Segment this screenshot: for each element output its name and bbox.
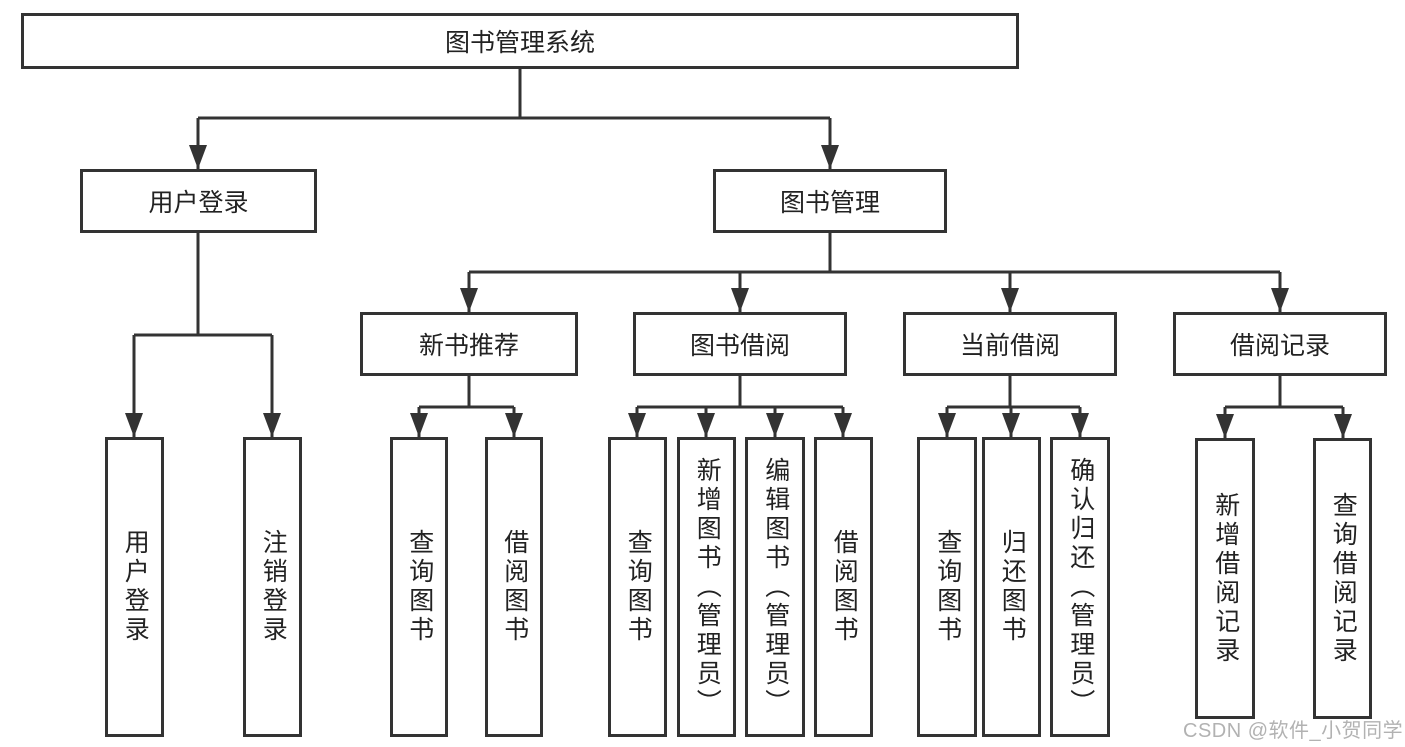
leaf-query-book-1-label: 查询图书	[405, 529, 434, 645]
leaf-add-book-admin-label: 新增图书（管理员）	[693, 456, 722, 718]
connector-root-bus	[198, 69, 830, 120]
leaf-confirm-return-admin-label: 确认归还（管理员）	[1066, 456, 1095, 718]
leaf-query-book-2: 查询图书	[608, 437, 667, 737]
leaf-query-book-3-label: 查询图书	[933, 529, 962, 645]
leaf-logout: 注销登录	[243, 437, 302, 737]
connector-current-borrow-bus	[947, 376, 1080, 409]
leaf-edit-book-admin-label: 编辑图书（管理员）	[761, 456, 790, 718]
leaf-add-borrow-record-label: 新增借阅记录	[1211, 491, 1240, 666]
leaf-query-book-3: 查询图书	[917, 437, 977, 737]
node-borrow-record-label: 借阅记录	[1229, 332, 1330, 360]
node-current-borrow-label: 当前借阅	[959, 332, 1060, 360]
leaf-query-book-1: 查询图书	[390, 437, 448, 737]
node-new-book-label: 新书推荐	[418, 332, 519, 360]
connector-borrow-record-bus	[1225, 376, 1343, 409]
node-book-management-label: 图书管理	[779, 189, 880, 217]
node-book-borrow-label: 图书借阅	[689, 332, 790, 360]
leaf-query-borrow-record-label: 查询借阅记录	[1329, 491, 1358, 666]
leaf-borrow-book-2-label: 借阅图书	[830, 529, 859, 645]
node-current-borrow: 当前借阅	[903, 312, 1117, 376]
leaf-borrow-book-1: 借阅图书	[485, 437, 543, 737]
node-root-label: 图书管理系统	[444, 29, 595, 57]
leaf-query-book-2-label: 查询图书	[624, 529, 653, 645]
node-book-management: 图书管理	[713, 169, 947, 233]
node-new-book: 新书推荐	[360, 312, 578, 376]
leaf-confirm-return-admin: 确认归还（管理员）	[1050, 437, 1110, 737]
connector-user-login-bus	[134, 233, 272, 337]
leaf-return-book: 归还图书	[982, 437, 1041, 737]
node-borrow-record: 借阅记录	[1173, 312, 1387, 376]
leaf-add-borrow-record: 新增借阅记录	[1195, 438, 1255, 719]
leaf-return-book-label: 归还图书	[998, 529, 1027, 645]
leaf-logout-label: 注销登录	[259, 529, 288, 645]
csdn-watermark: CSDN @软件_小贺同学	[1183, 720, 1404, 742]
connector-book-management-bus	[469, 233, 1280, 274]
leaf-query-borrow-record: 查询借阅记录	[1313, 438, 1372, 719]
connector-book-borrow-bus	[637, 376, 843, 409]
leaf-add-book-admin: 新增图书（管理员）	[677, 437, 736, 737]
leaf-user-login: 用户登录	[105, 437, 164, 737]
node-book-borrow: 图书借阅	[633, 312, 847, 376]
node-user-login: 用户登录	[80, 169, 317, 233]
leaf-user-login-label: 用户登录	[121, 529, 150, 645]
leaf-borrow-book-1-label: 借阅图书	[500, 529, 529, 645]
node-root: 图书管理系统	[21, 13, 1019, 69]
node-user-login-label: 用户登录	[148, 189, 249, 217]
leaf-edit-book-admin: 编辑图书（管理员）	[745, 437, 805, 737]
connector-new-book-bus	[419, 376, 514, 409]
leaf-borrow-book-2: 借阅图书	[814, 437, 873, 737]
